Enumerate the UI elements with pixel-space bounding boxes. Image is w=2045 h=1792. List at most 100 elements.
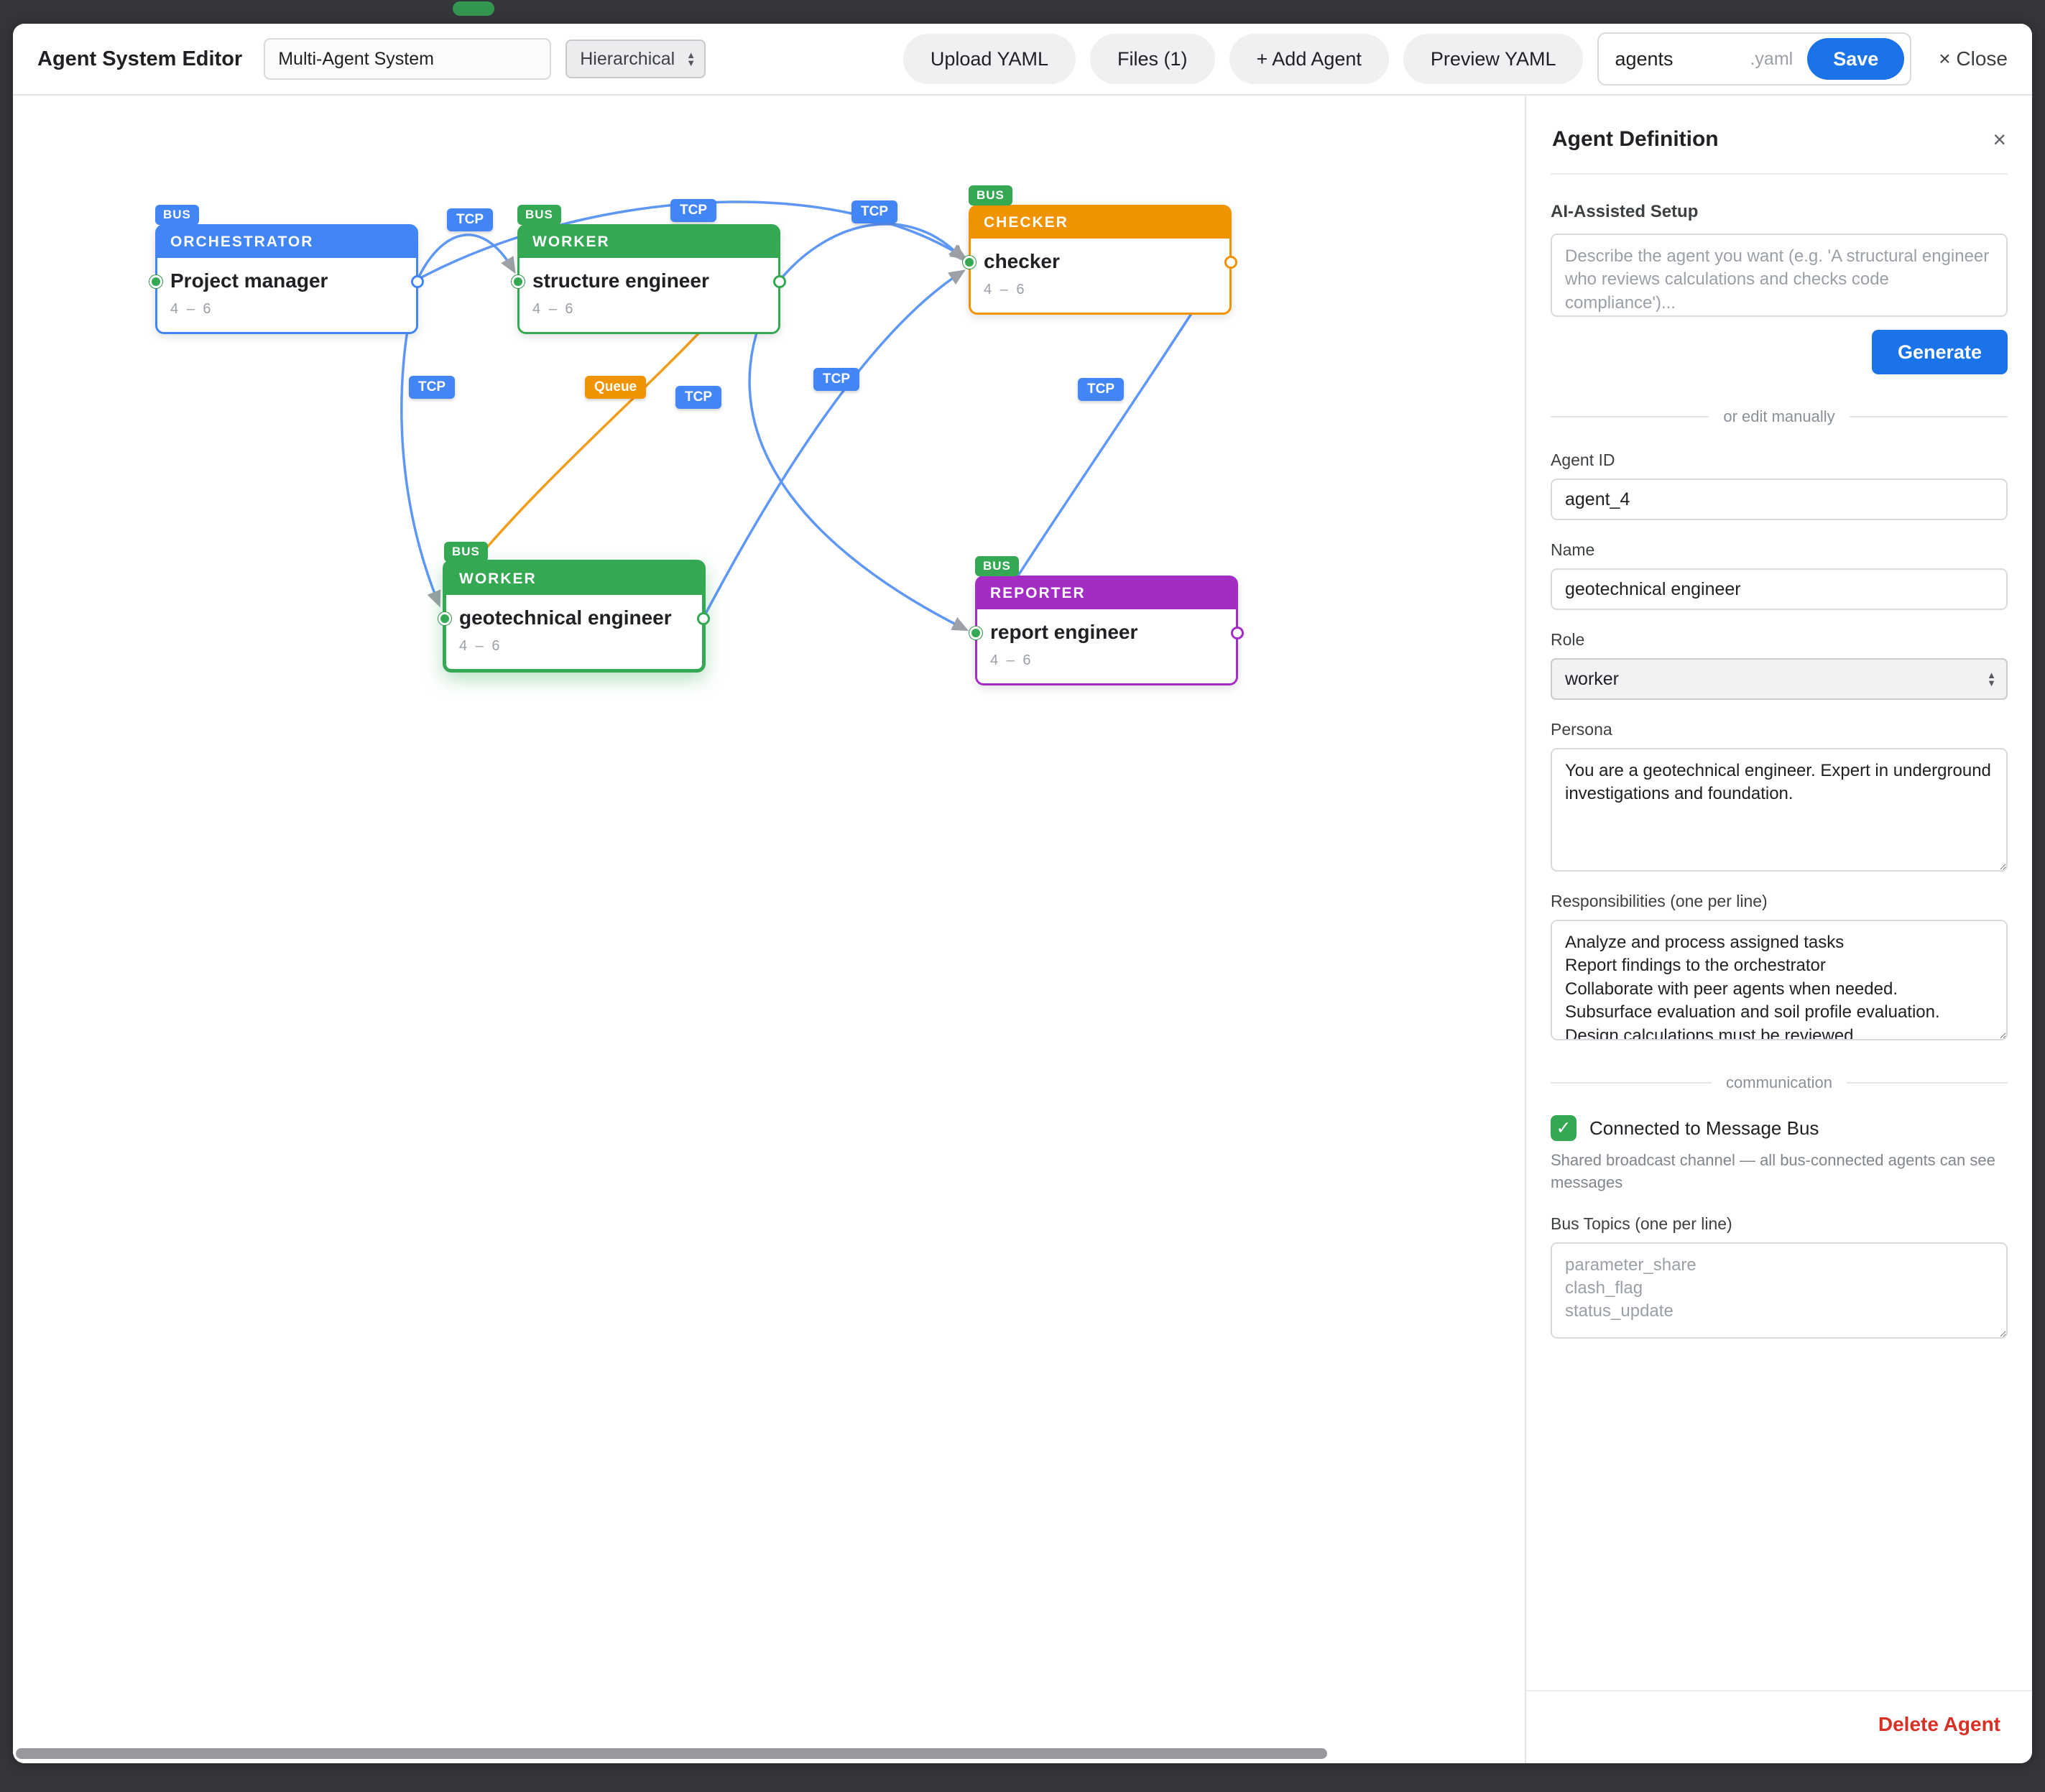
topology-select-value: Hierarchical	[580, 48, 675, 69]
delete-agent-button[interactable]: Delete Agent	[1878, 1713, 2000, 1735]
input-port[interactable]	[969, 627, 982, 639]
agent-name: report engineer	[990, 621, 1138, 643]
name-label: Name	[1551, 540, 1595, 559]
agent-role-header: WORKER	[446, 563, 702, 595]
role-select[interactable]: worker	[1551, 658, 2008, 700]
edit-manually-divider: or edit manually	[1551, 407, 2008, 426]
preview-yaml-button[interactable]: Preview YAML	[1403, 34, 1584, 84]
bus-badge: BUS	[517, 205, 561, 225]
agent-role-header: REPORTER	[977, 578, 1236, 609]
edge-label-tcp[interactable]: TCP	[1078, 378, 1124, 401]
edge	[982, 262, 1226, 633]
output-port[interactable]	[1231, 627, 1244, 639]
toolbar: Agent System Editor Hierarchical Upload …	[13, 24, 2032, 96]
edge	[779, 223, 965, 281]
bus-badge: BUS	[975, 556, 1019, 576]
input-port[interactable]	[438, 612, 451, 625]
edge-label-tcp[interactable]: TCP	[813, 368, 859, 391]
window-chrome-badge	[453, 1, 494, 16]
bus-badge: BUS	[155, 205, 199, 225]
name-input[interactable]	[1551, 568, 2008, 610]
agent-range: 4 – 6	[459, 638, 502, 654]
edge-label-tcp[interactable]: TCP	[409, 376, 455, 399]
agent-definition-panel: Agent Definition × AI-Assisted Setup Gen…	[1525, 96, 2032, 1763]
ai-describe-textarea[interactable]	[1551, 234, 2008, 317]
responsibilities-textarea[interactable]: Analyze and process assigned tasks Repor…	[1551, 920, 2008, 1040]
edge	[704, 269, 966, 614]
edge-label-tcp[interactable]: TCP	[670, 199, 716, 222]
panel-spacer	[1551, 1339, 2008, 1690]
panel-title: Agent Definition	[1552, 127, 1719, 151]
communication-divider: communication	[1551, 1073, 2008, 1092]
panel-footer: Delete Agent	[1526, 1690, 2032, 1763]
filename-box: .yaml Save	[1597, 32, 1912, 86]
bus-badge: BUS	[444, 542, 488, 562]
agent-name: checker	[984, 250, 1060, 272]
bus-badge: BUS	[969, 185, 1012, 205]
add-agent-button[interactable]: + Add Agent	[1229, 34, 1389, 84]
close-editor-button[interactable]: × Close	[1939, 47, 2008, 70]
ai-setup-label: AI-Assisted Setup	[1551, 202, 1699, 221]
input-port[interactable]	[963, 256, 976, 269]
save-button[interactable]: Save	[1807, 38, 1905, 80]
select-arrows-icon	[686, 51, 696, 67]
files-button[interactable]: Files (1)	[1090, 34, 1215, 84]
agent-name: structure engineer	[532, 269, 709, 292]
upload-yaml-button[interactable]: Upload YAML	[903, 34, 1076, 84]
edge	[416, 234, 516, 280]
edge-queue	[456, 331, 701, 584]
filename-suffix: .yaml	[1750, 48, 1794, 69]
role-label: Role	[1551, 630, 1585, 649]
agent-role-header: ORCHESTRATOR	[157, 226, 416, 258]
app-title: Agent System Editor	[37, 47, 243, 70]
horizontal-scrollbar[interactable]	[16, 1748, 1327, 1759]
output-port[interactable]	[411, 275, 424, 288]
agent-range: 4 – 6	[990, 652, 1033, 668]
system-name-input[interactable]	[264, 38, 552, 80]
agent-node-body: geotechnical engineer 4 – 6	[446, 595, 702, 669]
input-port[interactable]	[512, 275, 525, 288]
edge-label-tcp[interactable]: TCP	[447, 208, 493, 231]
agent-role-header: WORKER	[520, 226, 778, 258]
select-arrows-icon	[1987, 671, 1996, 687]
agent-node-body: checker 4 – 6	[971, 239, 1229, 313]
topology-select[interactable]: Hierarchical	[566, 40, 706, 78]
role-select-value: worker	[1565, 668, 1620, 689]
bus-topics-label: Bus Topics (one per line)	[1551, 1214, 1732, 1233]
output-port[interactable]	[697, 612, 710, 625]
filename-input[interactable]	[1615, 47, 1745, 70]
edge-label-tcp[interactable]: TCP	[851, 200, 897, 223]
agent-range: 4 – 6	[170, 301, 213, 317]
responsibilities-label: Responsibilities (one per line)	[1551, 892, 1768, 910]
panel-header: Agent Definition ×	[1551, 96, 2008, 175]
message-bus-help-text: Shared broadcast channel — all bus-conne…	[1551, 1151, 1995, 1191]
message-bus-checkbox[interactable]: ✓	[1551, 1115, 1577, 1141]
output-port[interactable]	[1224, 256, 1237, 269]
agent-range: 4 – 6	[984, 282, 1027, 297]
edges-layer	[400, 200, 1226, 633]
edge-label-tcp[interactable]: TCP	[675, 386, 721, 409]
message-bus-label: Connected to Message Bus	[1589, 1117, 1819, 1139]
agent-id-input[interactable]	[1551, 479, 2008, 520]
persona-textarea[interactable]: You are a geotechnical engineer. Expert …	[1551, 748, 2008, 872]
agent-role-header: CHECKER	[971, 207, 1229, 239]
panel-close-button[interactable]: ×	[1993, 126, 2006, 152]
edge-label-queue[interactable]: Queue	[585, 376, 647, 399]
agent-system-editor-window: Agent System Editor Hierarchical Upload …	[13, 24, 2032, 1763]
generate-button[interactable]: Generate	[1871, 330, 2008, 374]
output-port[interactable]	[773, 275, 786, 288]
bus-topics-textarea[interactable]	[1551, 1242, 2008, 1339]
agent-name: geotechnical engineer	[459, 606, 672, 629]
input-port[interactable]	[149, 275, 162, 288]
edge	[748, 279, 969, 632]
persona-label: Persona	[1551, 720, 1612, 739]
